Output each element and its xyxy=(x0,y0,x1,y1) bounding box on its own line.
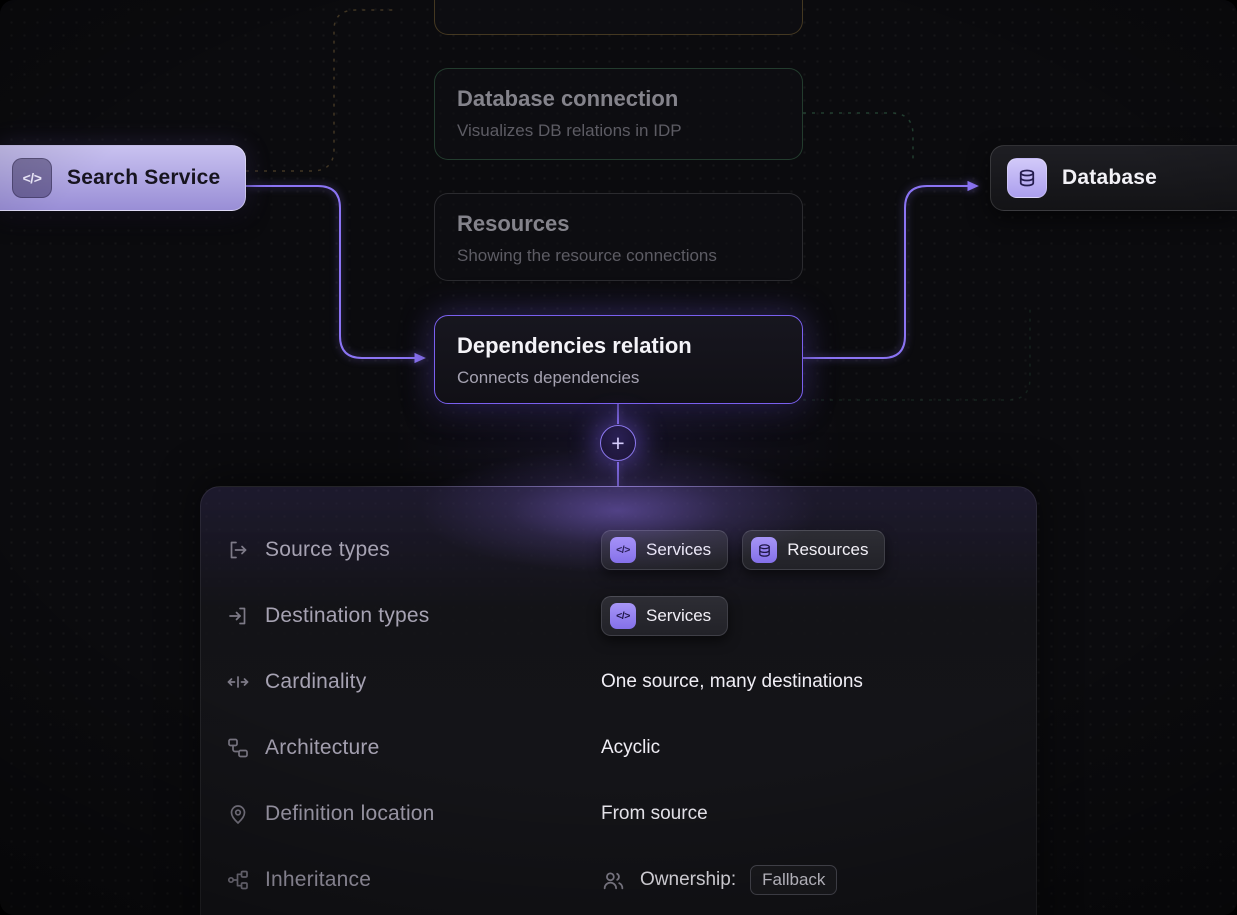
location-pin-icon xyxy=(226,802,250,826)
dashed-link-right xyxy=(803,112,914,160)
edge-source-to-relation xyxy=(246,185,426,364)
database-icon xyxy=(751,537,778,563)
code-icon: </> xyxy=(610,537,636,563)
chip-services[interactable]: </> Services xyxy=(601,596,729,636)
relation-card-database-connection[interactable]: Database connection Visualizes DB relati… xyxy=(434,68,803,160)
users-icon xyxy=(601,868,626,893)
chip-label: Services xyxy=(646,606,712,625)
row-label: Architecture xyxy=(265,736,380,759)
relation-card-dependencies[interactable]: Dependencies relation Connects dependenc… xyxy=(434,315,803,404)
relation-card-clipped[interactable]: Showing the resource conne… xyxy=(434,0,803,35)
source-types-icon xyxy=(226,538,250,562)
relation-properties-panel: Source types </> Services Resources Dest… xyxy=(200,486,1037,915)
add-relation-button[interactable]: + xyxy=(600,425,636,461)
row-destination-types: Destination types </> Services xyxy=(226,583,1010,649)
database-icon xyxy=(1007,158,1047,198)
chip-resources[interactable]: Resources xyxy=(742,530,886,570)
node-search-service[interactable]: </> Search Service xyxy=(0,145,246,211)
row-label: Cardinality xyxy=(265,670,367,693)
code-icon: </> xyxy=(12,158,52,198)
dashed-link-top xyxy=(246,9,398,172)
row-source-types: Source types </> Services Resources xyxy=(226,517,1010,583)
row-label: Source types xyxy=(265,538,390,561)
code-glyph: </> xyxy=(22,170,42,186)
node-label: Database xyxy=(1062,166,1157,189)
row-inheritance: Inheritance Ownership: Fallback xyxy=(226,847,1010,913)
card-title: Database connection xyxy=(457,86,679,111)
row-architecture: Architecture Acyclic xyxy=(226,715,1010,781)
card-title: Resources xyxy=(457,211,570,236)
chip-services[interactable]: </> Services xyxy=(601,530,729,570)
edge-relation-to-target xyxy=(803,180,979,359)
row-value: Acyclic xyxy=(601,737,661,758)
row-label: Definition location xyxy=(265,802,435,825)
inheritance-icon xyxy=(226,868,250,892)
card-title: Dependencies relation xyxy=(457,333,692,358)
code-icon: </> xyxy=(610,603,636,629)
destination-types-icon xyxy=(226,604,250,628)
chip-label: Services xyxy=(646,540,712,559)
cardinality-icon xyxy=(226,670,250,694)
node-label: Search Service xyxy=(67,166,221,189)
chip-label: Resources xyxy=(787,540,869,559)
architecture-icon xyxy=(226,736,250,760)
relation-card-resources[interactable]: Resources Showing the resource connectio… xyxy=(434,193,803,281)
card-subtitle: Connects dependencies xyxy=(457,368,640,387)
node-database[interactable]: Database xyxy=(990,145,1237,211)
row-cardinality: Cardinality One source, many destination… xyxy=(226,649,1010,715)
ownership-label: Ownership: xyxy=(640,869,737,890)
row-label: Inheritance xyxy=(265,868,372,891)
dashed-link-bottom-right xyxy=(803,308,1031,401)
card-subtitle: Showing the resource connections xyxy=(457,246,717,265)
plus-icon: + xyxy=(611,429,625,456)
row-value: One source, many destinations xyxy=(601,671,863,692)
card-subtitle: Visualizes DB relations in IDP xyxy=(457,121,682,140)
ownership-fallback-tag: Fallback xyxy=(750,865,838,895)
row-label: Destination types xyxy=(265,604,430,627)
row-definition-location: Definition location From source xyxy=(226,781,1010,847)
row-value: From source xyxy=(601,803,708,824)
